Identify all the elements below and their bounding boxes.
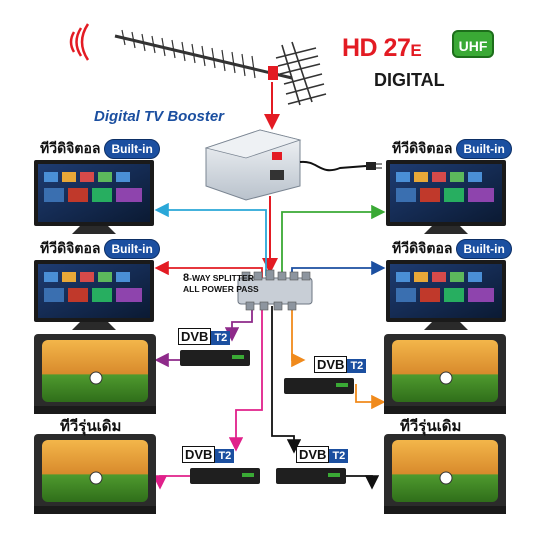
smart-tv-thai-label: ทีวีดิจิตอล	[40, 241, 101, 257]
signal-waves-icon	[69, 23, 90, 61]
smart-tv-mid-right	[386, 260, 506, 330]
splitter-line2: ALL POWER PASS	[183, 284, 259, 294]
uhf-badge: UHF	[452, 30, 494, 58]
smart-tv-mid-left	[34, 260, 154, 330]
smart-tv-thai-label: ทีวีดิจิตอล	[392, 141, 453, 157]
smart-tv-thai-label: ทีวีดิจิตอล	[40, 141, 101, 157]
digital-label: DIGITAL	[374, 70, 445, 90]
built-in-badge: Built-in	[104, 239, 160, 259]
crt-tv-mid-right	[384, 334, 506, 414]
booster-label: Digital TV Booster	[94, 108, 225, 125]
splitter-label: 8-WAY SPLITTER ALL POWER PASS	[183, 273, 259, 295]
old-tv-label-right: ทีวีรุ่นเดิม	[400, 417, 462, 435]
smart-tv-thai-label: ทีวีดิจิตอล	[392, 241, 453, 257]
dvb-brand: DVB	[182, 446, 216, 463]
smart-tv-label-1: ทีวีดิจิตอล Built-in	[40, 138, 160, 160]
splitter-line1: -WAY SPLITTER	[189, 273, 254, 283]
t2-suffix: T2	[329, 449, 349, 463]
built-in-badge: Built-in	[456, 139, 512, 159]
t2-suffix: T2	[215, 449, 235, 463]
antenna-icon	[114, 29, 327, 106]
built-in-badge: Built-in	[456, 239, 512, 259]
t2-suffix: T2	[347, 359, 367, 373]
splitter-device	[237, 269, 313, 311]
dvb-brand: DVB	[296, 446, 330, 463]
set-top-box-3	[190, 468, 260, 484]
t2-suffix: T2	[211, 331, 231, 345]
splitter-ways: 8	[183, 272, 190, 284]
dvb-brand: DVB	[314, 356, 348, 373]
smart-tv-label-4: ทีวีดิจิตอล Built-in	[392, 238, 512, 260]
hd-text: HD 27	[342, 34, 411, 62]
set-top-box-4	[276, 468, 346, 484]
booster-device	[204, 129, 382, 201]
crt-tv-mid-left	[34, 334, 156, 414]
crt-tv-bottom-right	[384, 434, 506, 514]
built-in-badge: Built-in	[104, 139, 160, 159]
smart-tv-label-3: ทีวีดิจิตอล Built-in	[40, 238, 160, 260]
set-top-box-1	[180, 350, 250, 366]
smart-tv-top-right	[386, 160, 506, 234]
old-tv-label-left: ทีวีรุ่นเดิม	[60, 417, 122, 435]
smart-tv-label-2: ทีวีดิจิตอล Built-in	[392, 138, 512, 160]
set-top-box-2	[284, 378, 354, 394]
hd-model-title: HD 27E	[342, 34, 422, 63]
crt-tv-bottom-left	[34, 434, 156, 514]
hd-suffix: E	[410, 41, 422, 60]
dvb-brand: DVB	[178, 328, 212, 345]
smart-tv-top-left	[34, 160, 154, 234]
